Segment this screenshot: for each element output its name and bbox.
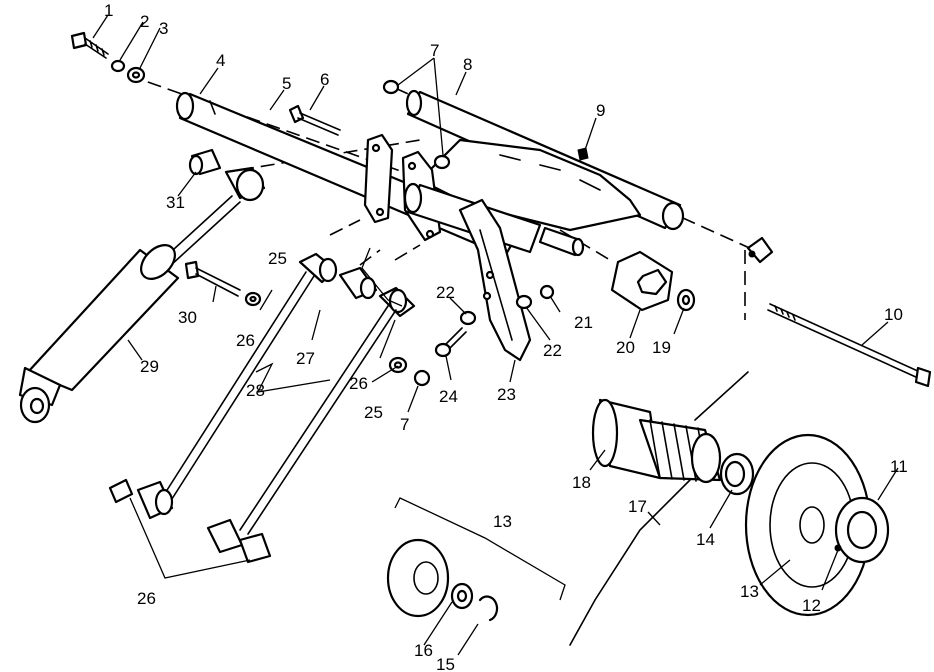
part-3-washer xyxy=(126,66,146,84)
idler-mount-clip xyxy=(746,236,774,264)
part-20-bracket xyxy=(610,250,674,312)
left-side-plate xyxy=(363,133,394,224)
callout-3: 3 xyxy=(159,19,168,38)
callout-16: 16 xyxy=(414,641,433,660)
bracket-13 xyxy=(394,497,566,601)
callout-7-bottom: 7 xyxy=(400,415,409,434)
callout-21: 21 xyxy=(574,313,593,332)
part-21-nut xyxy=(539,284,555,300)
callout-17: 17 xyxy=(628,497,647,516)
part-23-arm-plate xyxy=(458,198,532,362)
callout-9: 9 xyxy=(596,101,605,120)
part-19-washer xyxy=(676,288,696,312)
callout-25-right: 25 xyxy=(364,403,383,422)
callout-31: 31 xyxy=(166,193,185,212)
part-31-bushing xyxy=(188,148,222,176)
part-30-bolt xyxy=(184,260,241,297)
part-6-bolt xyxy=(288,104,341,136)
part-29-shock-absorber xyxy=(18,195,241,424)
shock-upper-eye xyxy=(224,166,266,202)
part-16-bearing xyxy=(450,582,474,610)
callout-11: 11 xyxy=(890,457,908,476)
part-24-bolt xyxy=(434,327,467,358)
part-7-nut-lower xyxy=(413,369,431,387)
part-22-washer-left xyxy=(459,310,477,326)
part-25-washer-left xyxy=(244,291,262,307)
part-13-small-wheel xyxy=(386,538,450,618)
part-22-washer-right xyxy=(515,294,533,310)
callout-4: 4 xyxy=(216,51,225,70)
part-11-bearing xyxy=(834,496,890,564)
callout-8: 8 xyxy=(463,55,472,74)
callout-30: 30 xyxy=(178,308,197,327)
part-17-torsion-spring xyxy=(569,371,749,646)
callout-18: 18 xyxy=(572,473,591,492)
part-10-long-bolt xyxy=(767,303,932,388)
callout-12: 12 xyxy=(802,596,821,615)
part-7-nut-upper xyxy=(433,154,451,170)
part-28-link-rods xyxy=(161,252,416,535)
callout-10: 10 xyxy=(884,305,903,324)
callout-5: 5 xyxy=(282,74,291,93)
part-2-lock-washer xyxy=(110,59,126,73)
part-14-washer xyxy=(719,452,755,496)
callout-15: 15 xyxy=(436,655,455,672)
callout-26-left: 26 xyxy=(236,331,255,350)
callout-7-top: 7 xyxy=(430,41,439,60)
callout-13-small: 13 xyxy=(493,512,512,531)
part-15-snap-ring xyxy=(478,595,499,622)
part-27-bushing xyxy=(338,266,378,300)
callout-25-left: 25 xyxy=(268,249,287,268)
callout-22-left: 22 xyxy=(436,283,455,302)
callout-26-middle: 26 xyxy=(349,374,368,393)
callout-22-right: 22 xyxy=(543,341,562,360)
callout-19: 19 xyxy=(652,338,671,357)
callout-26-bottom: 26 xyxy=(137,589,156,608)
part-1-bolt xyxy=(70,31,109,59)
rear-arm-body xyxy=(418,138,642,232)
callout-27: 27 xyxy=(296,349,315,368)
callout-14: 14 xyxy=(696,530,715,549)
callout-24: 24 xyxy=(439,387,458,406)
callout-29: 29 xyxy=(140,357,159,376)
callout-2: 2 xyxy=(140,12,149,31)
callout-13-large: 13 xyxy=(740,582,759,601)
pivot-pin xyxy=(538,226,585,257)
part-9-grease-fitting xyxy=(577,147,589,161)
callout-6: 6 xyxy=(320,70,329,89)
callout-1: 1 xyxy=(104,1,113,20)
part-18-spacer xyxy=(591,398,662,480)
callout-23: 23 xyxy=(497,385,516,404)
part-7-nut xyxy=(382,79,400,95)
part-26-lower-bushings xyxy=(108,478,272,564)
callout-leaders xyxy=(92,14,899,656)
callout-28: 28 xyxy=(246,381,265,400)
callout-labels: 1 2 3 4 5 6 7 8 9 10 11 12 13 13 14 15 1… xyxy=(104,1,908,672)
callout-20: 20 xyxy=(616,338,635,357)
